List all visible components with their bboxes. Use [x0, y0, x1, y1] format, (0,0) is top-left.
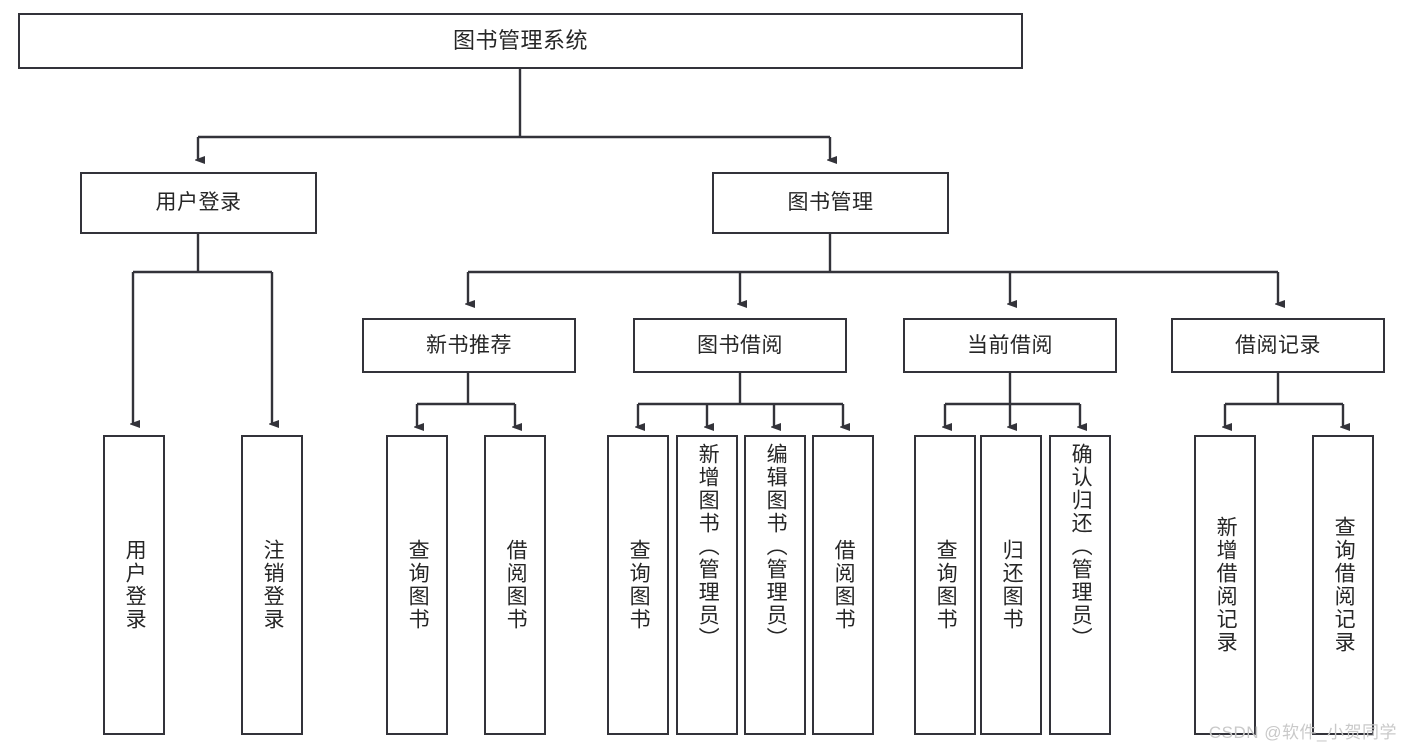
node-leaf-query-book-1[interactable]: 查询图书: [386, 435, 448, 735]
node-leaf-edit-book[interactable]: 编辑图书（管理员）: [744, 435, 806, 735]
node-current-borrow[interactable]: 当前借阅: [903, 318, 1117, 373]
node-book-borrow[interactable]: 图书借阅: [633, 318, 847, 373]
csdn-watermark: CSDN @软件_小贺同学: [1208, 723, 1397, 742]
node-new-book-recommend[interactable]: 新书推荐: [362, 318, 576, 373]
node-leaf-query-book-3[interactable]: 查询图书: [914, 435, 976, 735]
node-leaf-query-book-2[interactable]: 查询图书: [607, 435, 669, 735]
node-leaf-borrow-book-2[interactable]: 借阅图书: [812, 435, 874, 735]
node-leaf-add-record[interactable]: 新增借阅记录: [1194, 435, 1256, 735]
node-leaf-return-book[interactable]: 归还图书: [980, 435, 1042, 735]
node-borrow-record[interactable]: 借阅记录: [1171, 318, 1385, 373]
node-leaf-borrow-book-1[interactable]: 借阅图书: [484, 435, 546, 735]
node-user-login[interactable]: 用户登录: [80, 172, 317, 234]
node-root[interactable]: 图书管理系统: [18, 13, 1023, 69]
node-leaf-query-record[interactable]: 查询借阅记录: [1312, 435, 1374, 735]
node-book-management[interactable]: 图书管理: [712, 172, 949, 234]
node-leaf-logout[interactable]: 注销登录: [241, 435, 303, 735]
node-leaf-user-login[interactable]: 用户登录: [103, 435, 165, 735]
node-leaf-confirm-return[interactable]: 确认归还（管理员）: [1049, 435, 1111, 735]
node-leaf-add-book[interactable]: 新增图书（管理员）: [676, 435, 738, 735]
